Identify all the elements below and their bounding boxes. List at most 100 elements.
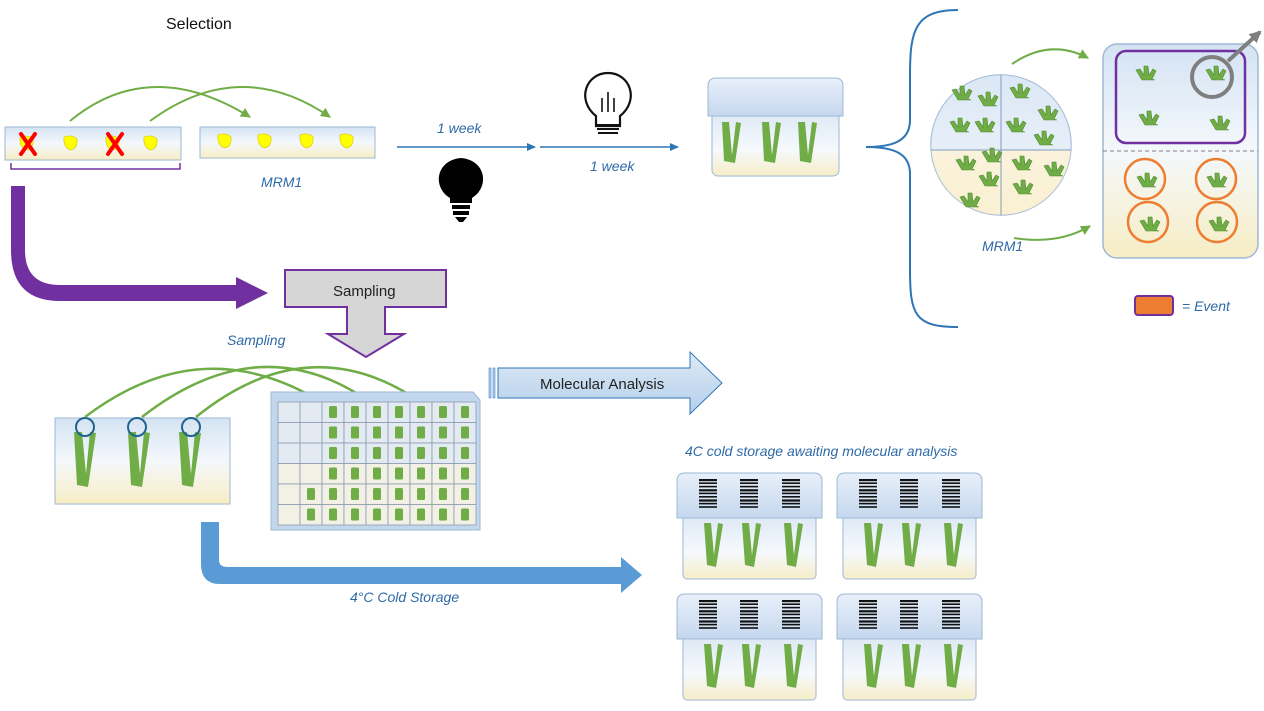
barcode-bar	[782, 506, 800, 508]
barcode-bar	[900, 603, 918, 605]
barcode-bar	[782, 502, 800, 505]
plantlet	[74, 432, 96, 487]
shoot	[977, 91, 999, 107]
well-plate-cells	[277, 401, 477, 526]
barcode-bar	[859, 489, 877, 492]
lightbulb-off-icon	[438, 158, 484, 222]
well-sample	[395, 508, 403, 521]
cold-storage-arrow	[201, 522, 642, 593]
plantlet	[864, 644, 883, 688]
well-sample	[417, 406, 425, 418]
molecular-analysis-label: Molecular Analysis	[540, 376, 664, 393]
plantlet	[742, 523, 761, 567]
mrm1-strip-label: MRM1	[261, 174, 302, 190]
well	[277, 483, 301, 505]
plate-shoots	[949, 83, 1065, 208]
well-sample	[461, 426, 469, 439]
plantlet	[864, 523, 883, 567]
barcode-bar	[859, 492, 877, 495]
selection-plate	[930, 74, 1072, 216]
barcode-bar	[900, 502, 918, 505]
plantlet	[742, 644, 761, 688]
barcode-bar	[699, 617, 717, 619]
event-legend-label: = Event	[1182, 298, 1231, 314]
well-sample	[461, 447, 469, 459]
barcode-bar	[740, 499, 758, 502]
barcode-bar	[740, 617, 758, 619]
barcode-bar	[942, 489, 960, 492]
plantlet	[762, 122, 781, 163]
seed	[299, 133, 314, 149]
barcode-bar	[900, 489, 918, 492]
well-sample	[351, 426, 359, 439]
well	[299, 401, 323, 423]
well	[299, 422, 323, 444]
barcode-bar	[942, 627, 960, 629]
barcode-bar	[900, 499, 918, 502]
sample-arrow-1	[84, 367, 319, 418]
well-sample	[439, 426, 447, 439]
barcode-bar	[859, 603, 877, 605]
barcode-bar	[942, 496, 960, 498]
well-sample	[417, 447, 425, 459]
barcode-bar	[900, 482, 918, 484]
plantlet	[704, 644, 723, 688]
barcode-bar	[782, 617, 800, 619]
well-sample	[439, 488, 447, 500]
seed-strip-mrm1	[199, 126, 376, 159]
well	[277, 504, 301, 526]
barcode-bar	[699, 502, 717, 505]
barcode-bar	[782, 496, 800, 498]
sampling-tray	[54, 417, 231, 505]
barcode-bar	[900, 623, 918, 626]
growth-container	[707, 77, 844, 177]
barcode-bar	[859, 620, 877, 623]
sampling-italic-label: Sampling	[227, 332, 286, 348]
barcode-bar	[740, 620, 758, 623]
storage-boxes	[676, 472, 983, 701]
plantlet	[784, 523, 803, 567]
shoot	[1011, 155, 1033, 171]
barcode-bar	[699, 606, 717, 609]
barcode-bar	[942, 499, 960, 502]
well-sample	[329, 508, 337, 521]
barcode-bar	[699, 492, 717, 495]
focus-arrow	[1226, 30, 1262, 63]
barcode-bar	[859, 502, 877, 505]
barcode-bar	[859, 610, 877, 613]
shoot	[1043, 161, 1065, 177]
selection-title: Selection	[166, 16, 232, 33]
barcode-bar	[740, 496, 758, 498]
well-sample	[373, 508, 381, 521]
well-sample	[395, 467, 403, 480]
storage-box	[676, 472, 823, 580]
week-label-dark: 1 week	[437, 120, 482, 136]
barcode-bar	[740, 506, 758, 508]
barcode-bar	[740, 627, 758, 629]
well-sample	[439, 406, 447, 418]
barcode-bar	[942, 606, 960, 609]
sample-point	[75, 417, 95, 437]
well-sample	[329, 406, 337, 418]
barcode-bar	[740, 623, 758, 626]
barcode-bar	[699, 499, 717, 502]
focus-ring	[1190, 55, 1234, 99]
sample-point	[181, 417, 201, 437]
plantlet	[784, 644, 803, 688]
barcode-bar	[900, 606, 918, 609]
plantlet	[944, 644, 963, 688]
barcode-bar	[900, 610, 918, 613]
barcode-bar	[859, 479, 877, 482]
shoot	[1205, 65, 1227, 81]
plantlet	[902, 523, 921, 567]
barcode-bar	[942, 600, 960, 603]
barcode-bar	[859, 506, 877, 508]
shoot	[1139, 216, 1161, 232]
well-sample	[417, 467, 425, 480]
well-sample	[461, 467, 469, 480]
well-sample	[461, 488, 469, 500]
sample-point	[127, 417, 147, 437]
well-sample	[461, 508, 469, 521]
barcode-bar	[942, 502, 960, 505]
